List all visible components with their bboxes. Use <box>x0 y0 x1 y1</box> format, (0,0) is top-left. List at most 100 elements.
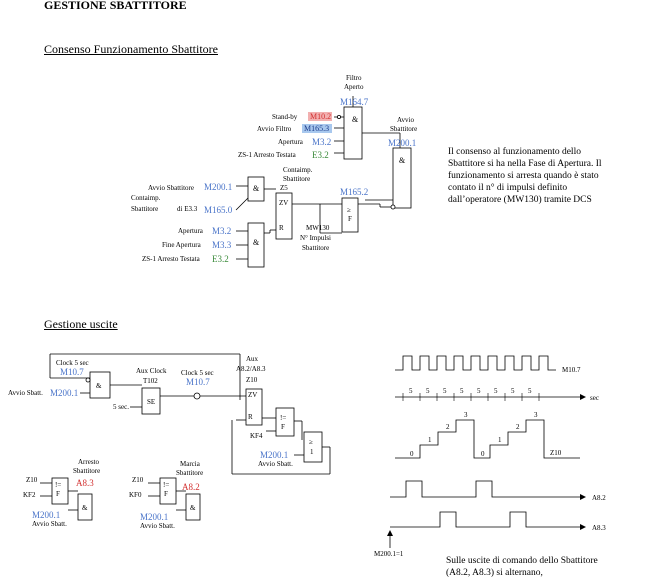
svg-text:SE: SE <box>147 398 155 406</box>
svg-text:Sbattitore: Sbattitore <box>176 469 203 477</box>
svg-text:5: 5 <box>460 387 464 395</box>
svg-text:5: 5 <box>528 387 532 395</box>
svg-text:&: & <box>96 382 102 390</box>
svg-text:A8.3: A8.3 <box>76 478 94 488</box>
svg-text:ZV: ZV <box>279 199 288 207</box>
svg-text:Aux Clock: Aux Clock <box>136 367 167 375</box>
svg-text:Sbattitore: Sbattitore <box>73 467 100 475</box>
section-title-uscite: Gestione uscite <box>44 317 118 331</box>
description-uscite: Sulle uscite di comando dello Sbattitore… <box>446 556 598 578</box>
svg-text:Z5: Z5 <box>280 184 288 192</box>
svg-text:N° Impulsi: N° Impulsi <box>300 234 331 242</box>
svg-text:M200.1: M200.1 <box>32 510 60 520</box>
compare-gate <box>341 197 359 233</box>
svg-text:E3.2: E3.2 <box>212 254 229 264</box>
svg-text:M164.7: M164.7 <box>340 97 369 107</box>
svg-text:A8.3: A8.3 <box>592 524 606 532</box>
svg-text:≥: ≥ <box>309 438 313 446</box>
svg-text:M10.7: M10.7 <box>60 367 84 377</box>
svg-text:Avvio Sbatt.: Avvio Sbatt. <box>258 460 293 468</box>
svg-text:0: 0 <box>410 450 414 458</box>
svg-text:&: & <box>190 504 196 512</box>
svg-text:&: & <box>82 504 88 512</box>
svg-text:M200.1: M200.1 <box>50 388 78 398</box>
svg-text:R: R <box>248 413 253 421</box>
svg-text:M165.3: M165.3 <box>304 124 329 133</box>
svg-text:MW130: MW130 <box>306 224 330 232</box>
svg-text:Marcia: Marcia <box>180 460 201 468</box>
svg-text:Avvio Filtro: Avvio Filtro <box>257 125 292 133</box>
svg-text:Fine Apertura: Fine Apertura <box>162 241 202 249</box>
svg-text:ZS-1 Arresto Testata: ZS-1 Arresto Testata <box>238 151 297 159</box>
svg-text:&: & <box>399 156 406 165</box>
svg-text:E3.2: E3.2 <box>312 150 329 160</box>
svg-text:Avvio Sbattitore: Avvio Sbattitore <box>148 184 194 192</box>
svg-text:5: 5 <box>443 387 447 395</box>
svg-text:F: F <box>281 423 285 431</box>
svg-text:M165.0: M165.0 <box>204 205 233 215</box>
svg-text:Avvio Sbatt.: Avvio Sbatt. <box>140 522 175 530</box>
svg-text:ZS-1 Arresto Testata: ZS-1 Arresto Testata <box>142 255 201 263</box>
svg-text:≥: ≥ <box>347 206 351 214</box>
svg-text:Apertura: Apertura <box>278 138 304 146</box>
svg-text:M10.7: M10.7 <box>186 377 210 387</box>
svg-text:Z10: Z10 <box>246 376 258 384</box>
svg-text:T102: T102 <box>143 377 158 385</box>
page-title: GESTIONE SBATTITORE <box>44 0 187 12</box>
svg-text:Sbattitore: Sbattitore <box>131 205 158 213</box>
svg-text:!=: != <box>163 481 169 489</box>
svg-text:5: 5 <box>409 387 413 395</box>
svg-text:KF4: KF4 <box>250 432 263 440</box>
svg-text:1: 1 <box>310 448 314 456</box>
svg-text:KF0: KF0 <box>129 491 142 499</box>
svg-text:Z10: Z10 <box>132 476 144 484</box>
svg-text:M165.2: M165.2 <box>340 187 368 197</box>
svg-text:Contaimp.: Contaimp. <box>283 166 313 174</box>
svg-text:M200.1: M200.1 <box>204 182 232 192</box>
svg-text:A8.2: A8.2 <box>592 494 606 502</box>
svg-text:Stand-by: Stand-by <box>272 113 298 121</box>
svg-text:5: 5 <box>511 387 515 395</box>
svg-text:Z10: Z10 <box>26 476 38 484</box>
svg-text:Avvio Sbatt.: Avvio Sbatt. <box>32 520 67 528</box>
svg-text:M200.1: M200.1 <box>388 138 416 148</box>
svg-text:di E3.3: di E3.3 <box>177 205 198 213</box>
svg-text:Z10: Z10 <box>550 449 562 457</box>
svg-text:3: 3 <box>464 411 468 419</box>
svg-text:2: 2 <box>446 423 450 431</box>
svg-text:Sbattitore: Sbattitore <box>283 175 310 183</box>
svg-text:sec: sec <box>590 394 599 402</box>
svg-text:5 sec.: 5 sec. <box>113 403 129 411</box>
svg-text:M3.3: M3.3 <box>212 240 232 250</box>
svg-text:5: 5 <box>477 387 481 395</box>
svg-text:Arresto: Arresto <box>78 458 99 466</box>
svg-text:F: F <box>56 490 60 498</box>
svg-text:A8.2: A8.2 <box>182 482 200 492</box>
svg-text:Avvio: Avvio <box>397 116 414 124</box>
svg-text:&: & <box>253 184 260 193</box>
svg-text:Contaimp.: Contaimp. <box>131 194 161 202</box>
svg-text:F: F <box>348 215 352 223</box>
svg-text:M200.1: M200.1 <box>140 512 168 522</box>
svg-text:5: 5 <box>426 387 430 395</box>
svg-text:&: & <box>352 115 359 124</box>
svg-text:F: F <box>164 490 168 498</box>
svg-text:Sbattitore: Sbattitore <box>302 244 329 252</box>
svg-text:KF2: KF2 <box>23 491 36 499</box>
svg-text:R: R <box>279 224 284 232</box>
svg-text:1: 1 <box>498 436 502 444</box>
svg-text:ZV: ZV <box>248 391 257 399</box>
svg-text:1: 1 <box>428 436 432 444</box>
svg-text:M10.2: M10.2 <box>310 112 331 121</box>
svg-text:5: 5 <box>494 387 498 395</box>
svg-text:!=: != <box>280 414 286 422</box>
svg-text:M200.1=1: M200.1=1 <box>374 550 404 558</box>
svg-text:Clock 5 sec: Clock 5 sec <box>56 359 89 367</box>
svg-text:!=: != <box>55 481 61 489</box>
svg-text:M200.1: M200.1 <box>260 450 288 460</box>
and-gate-output <box>392 147 412 209</box>
section-title-consenso: Consenso Funzionamento Sbattitore <box>44 42 218 56</box>
svg-text:M3.2: M3.2 <box>212 226 231 236</box>
svg-text:Apertura: Apertura <box>178 227 204 235</box>
